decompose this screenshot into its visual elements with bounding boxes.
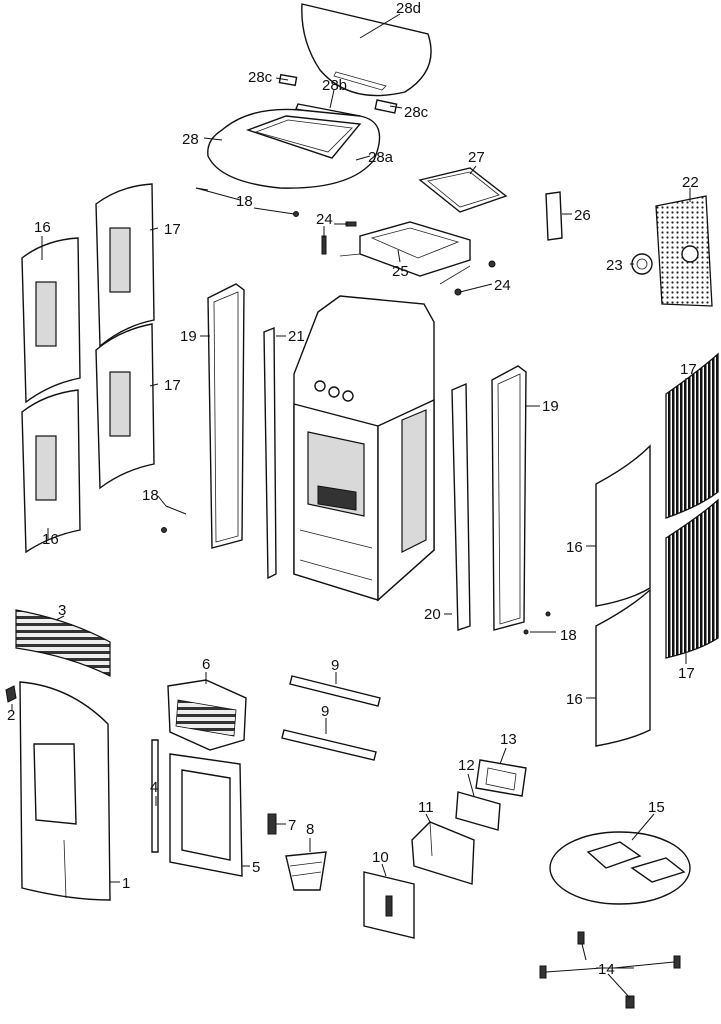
label-26: 26 [574,207,591,224]
side-panel-part-17-right-lower [665,498,719,659]
label-28a: 28a [368,149,394,166]
louver-grille-part-3 [15,609,111,677]
label-28c-left: 28c [248,69,273,86]
stove-body [293,295,435,602]
label-25: 25 [392,263,409,280]
side-rail-part-19-left [207,283,245,549]
label-28b: 28b [322,77,347,94]
label-19-left: 19 [180,328,197,345]
side-panel-part-17-lower [95,323,155,490]
screw-part-24 [321,221,496,296]
label-17-left-lower: 17 [164,377,181,394]
label-27: 27 [468,149,485,166]
label-9-upper: 9 [331,657,339,674]
clip-part-2 [5,685,17,703]
basket-part-8 [285,851,327,891]
strip-part-21 [263,326,277,580]
label-16-left-upper: 16 [34,219,51,236]
side-panel-part-17-upper [95,183,155,348]
side-panel-part-16-right-lower [595,588,651,747]
label-16-right-upper: 16 [566,539,583,556]
label-10: 10 [372,849,389,866]
label-20: 20 [424,606,441,623]
side-panel-part-17-right-upper [665,352,719,519]
strip-part-20 [451,382,471,631]
label-22: 22 [682,174,699,191]
label-2: 2 [7,707,15,724]
label-15: 15 [648,799,665,816]
label-23: 23 [606,257,623,274]
frame-part-25 [339,221,471,285]
label-24-left: 24 [316,211,333,228]
label-18-right: 18 [560,627,577,644]
label-18-top: 18 [236,193,253,210]
bracket-part-26 [545,191,563,241]
foot-part-14 [539,931,681,1009]
side-panel-part-16-right-upper [595,444,651,607]
rear-panel-part-22 [655,195,713,307]
label-28c-right: 28c [404,104,429,121]
base-plate-part-15 [549,831,691,905]
top-lid-part-28d [301,3,432,97]
label-3: 3 [58,602,66,619]
rail-part-9-upper [289,675,381,707]
label-21: 21 [288,328,305,345]
rail-part-9-lower [281,729,377,761]
side-panel-part-16-lower [21,389,81,554]
label-5: 5 [252,859,260,876]
plate-part-13 [475,759,527,797]
label-24-right: 24 [494,277,511,294]
label-19-right: 19 [542,398,559,415]
label-12: 12 [458,757,475,774]
label-11: 11 [418,799,434,816]
hinge-rod-part-4 [151,739,159,853]
label-16-left-lower: 16 [42,531,59,548]
label-14: 14 [598,961,615,978]
ring-part-23 [631,253,653,275]
plate-part-12 [455,791,501,831]
label-28: 28 [182,131,199,148]
label-13: 13 [500,731,517,748]
label-1: 1 [122,875,130,892]
pin-part-18 [161,187,551,635]
gasket-part-27 [418,167,508,213]
label-17-left-upper: 17 [164,221,181,238]
ash-pan-part-11 [411,821,475,885]
hinge-part-28c-right [374,99,398,114]
front-panel-part-1 [19,681,111,901]
label-6: 6 [202,656,210,673]
label-9-lower: 9 [321,703,329,720]
label-28d: 28d [396,0,421,17]
burner-part-6 [167,679,247,751]
side-rail-part-19-right [491,365,527,631]
cover-part-10 [363,871,415,939]
door-part-5 [169,753,243,877]
side-panel-part-16-upper [21,237,81,404]
label-8: 8 [306,821,314,838]
label-18-left: 18 [142,487,159,504]
label-7: 7 [288,817,296,834]
label-16-right-lower: 16 [566,691,583,708]
leader-lines [11,13,691,999]
label-4: 4 [150,779,158,796]
handle-part-7 [267,813,277,835]
label-17-right-lower: 17 [678,665,695,682]
label-17-right-upper: 17 [680,361,697,378]
top-plate-part-28 [207,108,381,189]
